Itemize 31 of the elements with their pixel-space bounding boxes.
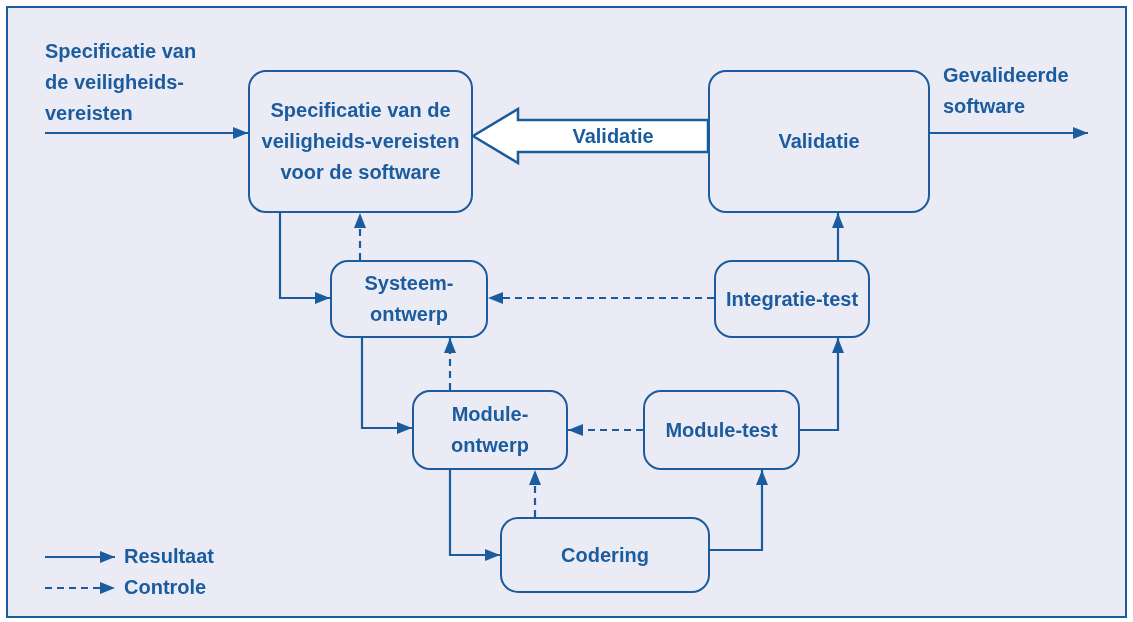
box-label: Integratie-test [725,286,859,312]
flow-label: Specificatie van de veiligheids-vereisten [45,39,198,126]
process-box [248,70,473,213]
arrow [448,470,500,562]
box-label: Validatie [778,129,860,154]
process-box [412,390,568,470]
process-box [330,260,488,338]
arrow [278,213,330,305]
flow-label: Gevalideerde software [943,63,1070,119]
legend-label: Controle [124,576,207,599]
arrow [930,126,1088,140]
box-label: Specificatie van de veiligheids-vereisten voor de software [260,98,461,185]
box-label: Module-ontwerp [450,402,530,458]
arrow [800,338,845,432]
process-box [500,517,710,593]
dashed-arrow [528,470,542,517]
arrow [360,338,412,435]
box-label: Systeem-ontwerp [363,271,455,327]
legend-label: Resultaat [124,545,215,568]
box-label: Codering [561,542,649,568]
box-label: Module-test [665,417,778,443]
dashed-arrow [443,338,457,390]
dashed-arrow [568,423,643,437]
arrow [710,470,769,552]
process-box [708,70,930,213]
arrow [45,126,248,140]
process-box [714,260,870,338]
arrow [831,213,845,260]
dashed-arrow [488,291,714,305]
process-box [643,390,800,470]
dashed-arrow [353,213,367,260]
